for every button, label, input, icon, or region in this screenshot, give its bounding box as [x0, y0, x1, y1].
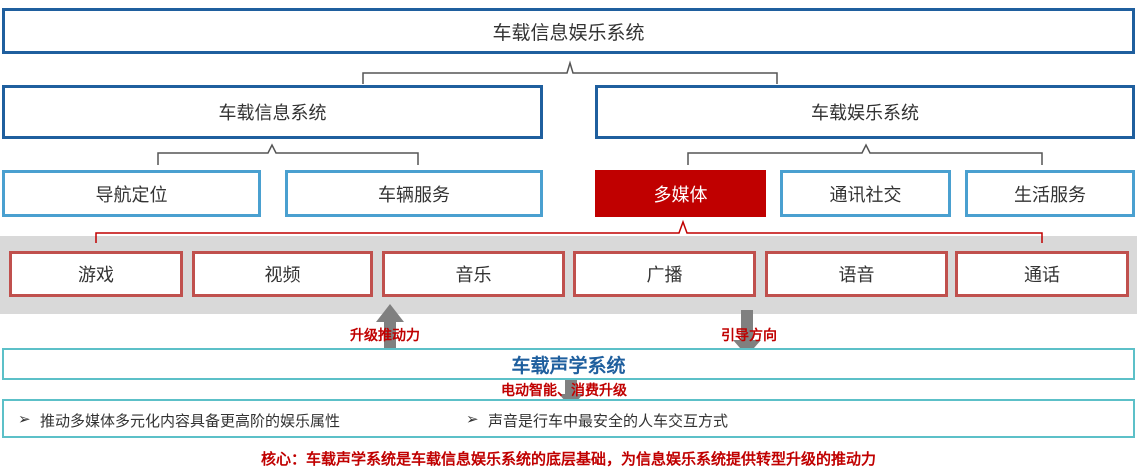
leaf-voice: 语音 [765, 251, 948, 297]
core-statement: 核心：车载声学系统是车载信息娱乐系统的底层基础，为信息娱乐系统提供转型升级的推动… [260, 449, 876, 468]
bullet-2: 声音是行车中最安全的人车交互方式 [488, 412, 729, 430]
leaf-games: 游戏 [9, 251, 183, 297]
life-service-label: 生活服务 [1014, 184, 1086, 206]
brace-info [157, 143, 419, 165]
leaf-call-label: 通话 [1024, 265, 1060, 286]
acoustic-system-box: 车载声学系统 [2, 348, 1135, 380]
leaf-video-label: 视频 [264, 265, 301, 286]
infotainment-system-label: 车载信息娱乐系统 [492, 21, 645, 44]
leaf-call: 通话 [955, 251, 1129, 297]
vehicle-service-label: 车辆服务 [378, 184, 450, 206]
bullet-1: 推动多媒体多元化内容具备更高阶的娱乐属性 [40, 412, 341, 430]
leaf-music-label: 音乐 [455, 265, 492, 286]
leaf-video: 视频 [192, 251, 373, 297]
bullet-marker-2: ➢ [466, 410, 479, 428]
down-arrow-label: 引导方向 [721, 328, 777, 344]
social-box: 通讯社交 [780, 170, 951, 217]
multimedia-box: 多媒体 [595, 170, 766, 217]
bullet-marker-1: ➢ [18, 410, 31, 428]
leaf-music: 音乐 [382, 251, 565, 297]
leaf-games-label: 游戏 [78, 265, 114, 286]
multimedia-label: 多媒体 [653, 184, 708, 206]
up-arrow-shape [376, 304, 404, 356]
info-system-box: 车载信息系统 [2, 85, 543, 139]
entertainment-system-label: 车载娱乐系统 [811, 103, 919, 124]
leaf-radio: 广播 [573, 251, 756, 297]
leaf-radio-label: 广播 [646, 265, 683, 286]
bullets-box: ➢ 推动多媒体多元化内容具备更高阶的娱乐属性 ➢ 声音是行车中最安全的人车交互方… [2, 399, 1135, 438]
bottom-arrow-label: 电动智能、消费升级 [501, 383, 627, 399]
navigation-box: 导航定位 [2, 170, 261, 217]
life-service-box: 生活服务 [965, 170, 1135, 217]
brace-top [362, 60, 778, 84]
brace-multimedia [95, 219, 1043, 243]
navigation-label: 导航定位 [95, 184, 168, 206]
vehicle-service-box: 车辆服务 [285, 170, 543, 217]
leaf-voice-label: 语音 [838, 265, 875, 286]
acoustic-system-label: 车载声学系统 [511, 354, 626, 377]
down-arrow-shape [733, 310, 761, 356]
brace-entertainment [687, 143, 1043, 165]
up-arrow-label: 升级推动力 [350, 328, 420, 344]
entertainment-system-box: 车载娱乐系统 [595, 85, 1135, 139]
infotainment-system-box: 车载信息娱乐系统 [2, 8, 1135, 54]
social-label: 通讯社交 [829, 184, 902, 206]
info-system-label: 车载信息系统 [218, 103, 327, 124]
